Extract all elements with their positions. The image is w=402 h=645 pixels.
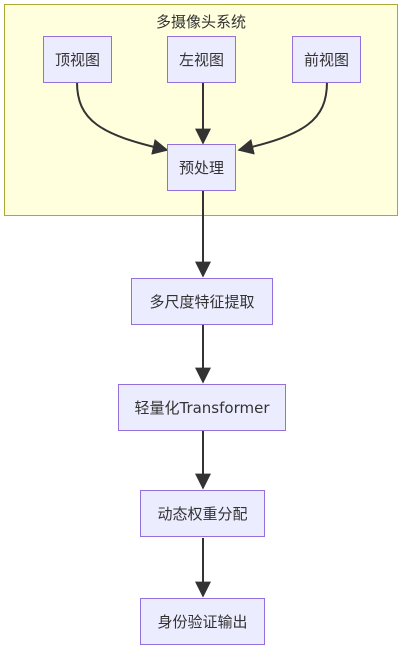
edge-front-to-preprocess [237, 81, 328, 155]
edge-top-to-preprocess [76, 81, 169, 155]
node-preprocess: 预处理 [167, 144, 236, 191]
node-lightweight-transformer: 轻量化Transformer [118, 384, 286, 431]
node-identity-verification-output: 身份验证输出 [140, 598, 265, 645]
node-dynamic-weight-allocation: 动态权重分配 [140, 490, 265, 537]
node-top-view: 顶视图 [43, 36, 112, 83]
node-multiscale-feature-extraction: 多尺度特征提取 [131, 278, 273, 325]
cluster-title: 多摄像头系统 [155, 13, 246, 31]
node-front-view: 前视图 [292, 36, 361, 83]
node-left-view: 左视图 [167, 36, 236, 83]
